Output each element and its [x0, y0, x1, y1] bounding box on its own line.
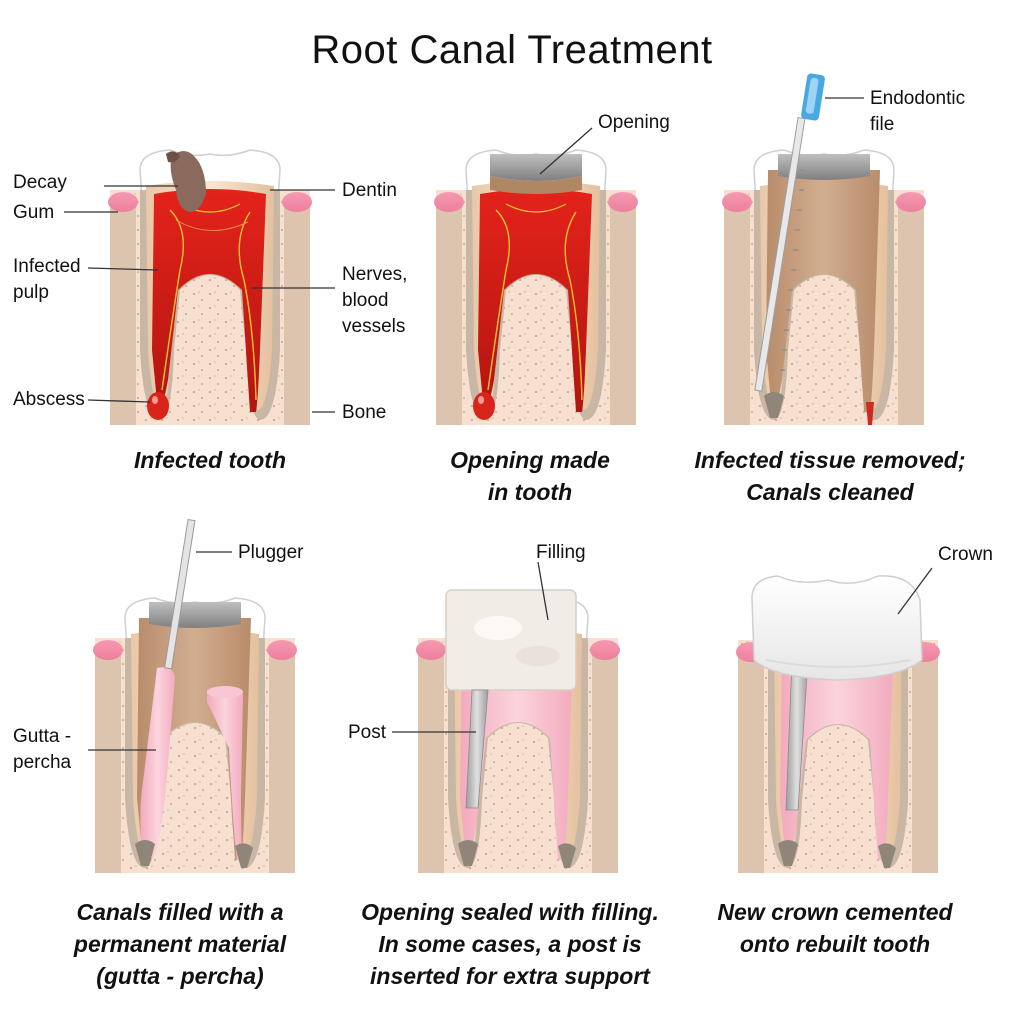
label-nerves-1: Nerves, [342, 264, 408, 285]
label-decay: Decay [13, 172, 67, 193]
cleaned-tooth-illustration [721, 73, 927, 426]
panel-canals-filled: Plugger Gutta - percha Canals filled wit… [0, 510, 340, 1024]
label-gum: Gum [13, 202, 55, 223]
infected-tooth-illustration [64, 149, 335, 426]
opening-tooth-illustration [433, 127, 639, 426]
sealed-tooth-illustration [392, 561, 621, 874]
caption-opening-sealed: Opening sealed with filling. In some cas… [361, 899, 659, 989]
label-nerves-3: vessels [342, 316, 406, 337]
label-endodontic-file-1: Endodontic [870, 88, 966, 109]
caption-canals-filled: Canals filled with a permanent material … [73, 899, 287, 989]
label-gutta-percha-2: percha [13, 752, 72, 773]
crown-icon [751, 575, 923, 681]
label-plugger: Plugger [238, 542, 304, 563]
label-bone: Bone [342, 402, 387, 423]
panel-opening-made: Opening Opening made in tooth [400, 0, 700, 510]
label-nerves-2: blood [342, 290, 389, 311]
label-crown: Crown [938, 544, 993, 565]
label-post: Post [348, 722, 387, 743]
label-infected-pulp-1: Infected [13, 256, 81, 277]
label-dentin: Dentin [342, 180, 397, 201]
crowned-tooth-illustration [736, 567, 940, 873]
label-filling: Filling [536, 542, 586, 563]
caption-infected-tooth: Infected tooth [133, 447, 287, 473]
label-infected-pulp-2: pulp [13, 282, 49, 303]
label-opening: Opening [598, 112, 670, 133]
label-endodontic-file-2: file [870, 114, 895, 135]
plugger-icon [163, 518, 196, 670]
panel-new-crown: Crown New crown cemented onto rebuilt to… [700, 510, 1024, 1024]
caption-canals-cleaned: Infected tissue removed; Canals cleaned [694, 447, 966, 505]
caption-opening-made: Opening made in tooth [450, 447, 610, 505]
panel-opening-sealed: Filling Post Opening sealed with filling… [340, 510, 700, 1024]
label-gutta-percha-1: Gutta - [13, 726, 72, 747]
panel-infected-tooth: Decay Gum Infected pulp Abscess [0, 0, 340, 510]
panel-canals-cleaned: Endodontic file Infected tissue removed;… [695, 0, 1024, 510]
endodontic-file-icon [754, 73, 825, 392]
page-title: Root Canal Treatment [311, 28, 713, 72]
label-abscess: Abscess [13, 389, 85, 410]
caption-new-crown: New crown cemented onto rebuilt tooth [717, 899, 953, 957]
filled-tooth-illustration [88, 518, 298, 874]
